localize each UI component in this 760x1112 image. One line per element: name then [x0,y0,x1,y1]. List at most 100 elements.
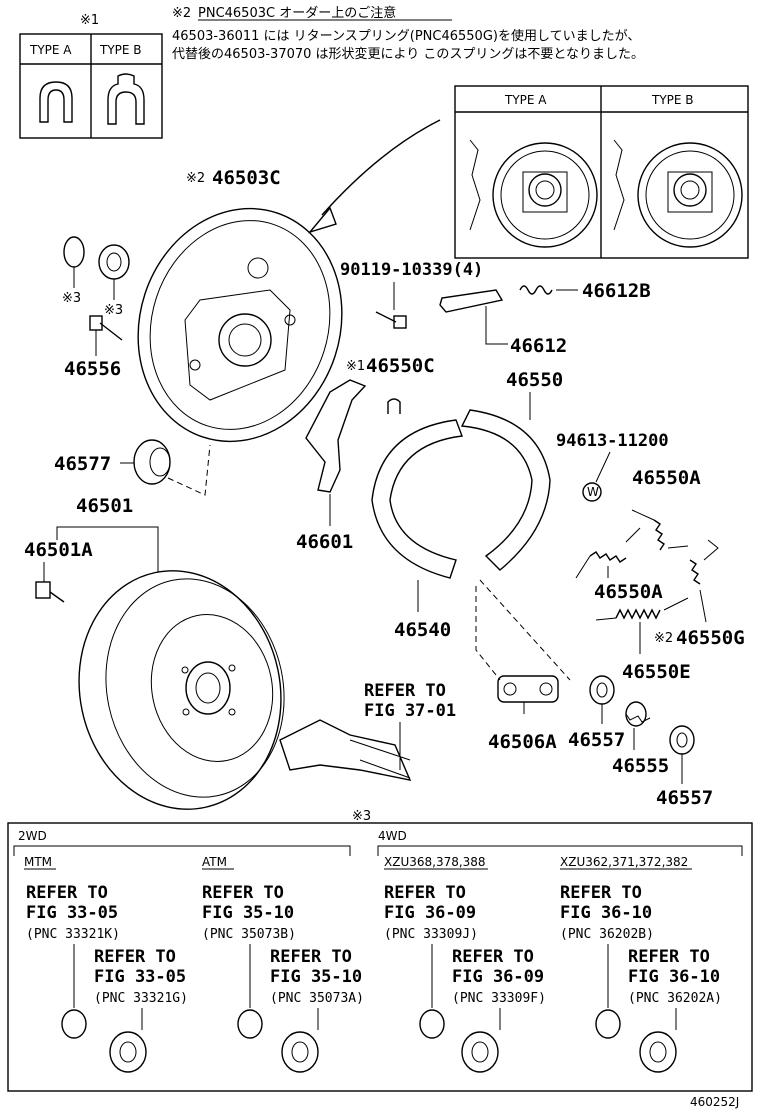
label-46550a-2: 46550A [594,581,663,603]
label-46503c: 46503C [212,167,281,189]
leader-46612 [485,306,508,345]
label-46612b: 46612B [582,280,651,302]
ref-line: REFER TO [94,947,176,967]
ref-line: (PNC 33309F) [452,991,546,1006]
ref-line: FIG 33-05 [26,903,118,923]
ref-line: FIG 36-09 [384,903,476,923]
cap-icon [461,1031,499,1073]
ref-line: FIG 35-10 [202,903,294,923]
washer-w: W [587,485,599,499]
label-94613: 94613-11200 [556,431,669,451]
ref-line: REFER TO [628,947,710,967]
ref-line: (PNC 33321G) [94,991,188,1006]
plug-46577-icon [133,439,171,485]
reference-table: 2WD 4WD MTM ATM XZU368,378,388 XZU362,37… [7,822,753,1092]
backing-plate-type-a-icon [469,139,598,248]
note-mark2: ※2 [172,6,191,21]
washer-icon [582,482,602,502]
sub-mtm: MTM [24,855,52,869]
ref-line: (PNC 36202B) [560,927,654,942]
note-mark1: ※1 [80,13,99,28]
spring-46555-icon [625,701,651,727]
ref-line: FIG 36-10 [560,903,652,923]
ref-block-xzu-b-b: REFER TO FIG 36-10 (PNC 36202B) [560,883,654,1039]
brake-shoe-46540-icon [371,419,463,579]
type-arrow-head [307,206,337,234]
type-box-small: TYPE A TYPE B [19,33,163,139]
type-a-label-small: TYPE A [29,43,72,57]
o-ring-icon [63,236,85,268]
clip-type-b-icon [107,73,145,125]
label-46550a-1: 46550A [632,467,701,489]
o-ring-icon [61,1009,87,1039]
note-title: PNC46503C オーダー上のご注意 [198,5,396,21]
ref-block-xzu-a-f: REFER TO FIG 36-09 (PNC 33309F) [452,947,546,1073]
spring-46550e-icon [595,597,689,621]
sub-xzu-b: XZU362,371,372,382 [560,855,688,869]
clip-type-a-icon [39,81,73,123]
mark-46503c: ※2 [186,171,205,186]
type-b-label-small: TYPE B [99,43,142,57]
cap-icon [109,1031,147,1073]
ref-line: (PNC 35073B) [202,927,296,942]
label-46550e: 46550E [622,661,691,683]
backing-plate-46503c [137,207,343,443]
group-4wd: 4WD [378,829,407,843]
mark-46550g: ※2 [654,631,673,646]
ref-block-xzu-b-a: REFER TO FIG 36-10 (PNC 36202A) [628,947,722,1073]
cap-icon [281,1031,319,1073]
brake-drum-46501-icon [78,570,285,810]
type-b-label-large: TYPE B [651,93,694,107]
backing-plate-type-b-icon [613,139,743,248]
dashed-46577 [167,444,211,496]
leader-94613 [595,451,611,483]
label-46557-2: 46557 [656,787,713,809]
note-line2: 代替後の46503-37070 は形状変更により このスプリングは不要となりまし… [172,46,644,62]
group-2wd: 2WD [18,829,47,843]
bolt-90119-icon [375,311,407,329]
hub-bolt-46501a-icon [35,581,65,603]
refer-main-line1: REFER TO [364,681,446,701]
label-46550g: 46550G [676,627,745,649]
o-ring-icon [237,1009,263,1039]
ref-line: REFER TO [452,947,534,967]
ref-line: FIG 36-10 [628,967,720,987]
label-46540: 46540 [394,619,451,641]
leader-46501 [56,526,159,572]
cap-46557-2-icon [669,725,695,755]
label-46557-1: 46557 [568,729,625,751]
cap-icon [98,244,130,280]
dashed-46506a [475,586,501,681]
spring-46550a-1-icon [631,509,689,551]
note-line1: 46503-36011 には リターンスプリング(PNC46550G)を使用して… [172,28,640,44]
sub-xzu-a: XZU368,378,388 [384,855,486,869]
ref-line: (PNC 33321K) [26,927,120,942]
label-46577: 46577 [54,453,111,475]
ref-line: FIG 36-09 [452,967,544,987]
dashed-cylinder [479,579,571,681]
ref-block-atm-a: REFER TO FIG 35-10 (PNC 35073A) [270,947,364,1073]
strut-46612-icon [439,289,504,313]
axle-housing-icon [279,719,412,781]
ref-block-atm-b: REFER TO FIG 35-10 (PNC 35073B) [202,883,296,1039]
ref-line: (PNC 36202A) [628,991,722,1006]
ref-line: REFER TO [384,883,466,903]
label-46555: 46555 [612,755,669,777]
ref-line: REFER TO [26,883,108,903]
label-46501a: 46501A [24,539,93,561]
ref-line: FIG 33-05 [94,967,186,987]
type-a-label-large: TYPE A [504,93,547,107]
ref-line: (PNC 33309J) [384,927,478,942]
mark3-c: ※3 [352,809,371,824]
label-46556: 46556 [64,358,121,380]
ref-line: REFER TO [202,883,284,903]
spring-46612b-icon [519,285,553,295]
sub-atm: ATM [202,855,227,869]
label-46612: 46612 [510,335,567,357]
figure-code: 460252J [690,1095,739,1109]
o-ring-icon [595,1009,621,1039]
label-46601: 46601 [296,531,353,553]
refer-main-line2: FIG 37-01 [364,701,456,721]
